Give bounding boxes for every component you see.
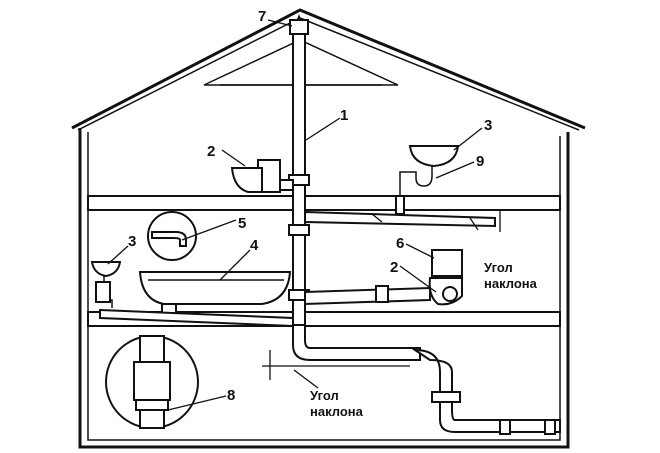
washbasin-upper	[395, 145, 460, 215]
callout-3-upper: 3	[484, 117, 492, 134]
callout-7: 7	[258, 8, 266, 25]
leader-lines	[107, 19, 483, 411]
callout-2-middle: 2	[390, 259, 398, 276]
slope-caption-upper-line1: Угол	[484, 260, 513, 275]
callout-4: 4	[250, 237, 259, 254]
callout-9: 9	[476, 153, 484, 170]
slope-caption-lower-line2: наклона	[310, 404, 364, 419]
detail-circle-trap	[147, 211, 197, 261]
callout-6: 6	[396, 235, 404, 252]
callout-5: 5	[238, 215, 246, 232]
callout-labels: 1 2 2 3 3 4 5 6 7 8 9	[128, 8, 492, 404]
basement-drain-pipe	[262, 348, 561, 435]
toilet-middle	[304, 249, 463, 306]
branch-pipe-middle	[99, 308, 294, 328]
callout-2-upper: 2	[207, 143, 215, 160]
bathtub	[138, 271, 292, 319]
callout-8: 8	[227, 387, 235, 404]
washbasin-middle	[90, 261, 122, 308]
callout-1: 1	[340, 107, 348, 124]
callout-3-middle: 3	[128, 233, 136, 250]
slope-caption-lower-line1: Угол	[310, 388, 339, 403]
detail-circle-coupling	[105, 335, 199, 429]
slope-caption-upper-line2: наклона	[484, 276, 538, 291]
toilet-upper	[230, 159, 294, 193]
branch-pipe-upper	[304, 210, 501, 232]
slope-captions: Угол наклона Угол наклона	[310, 260, 538, 419]
